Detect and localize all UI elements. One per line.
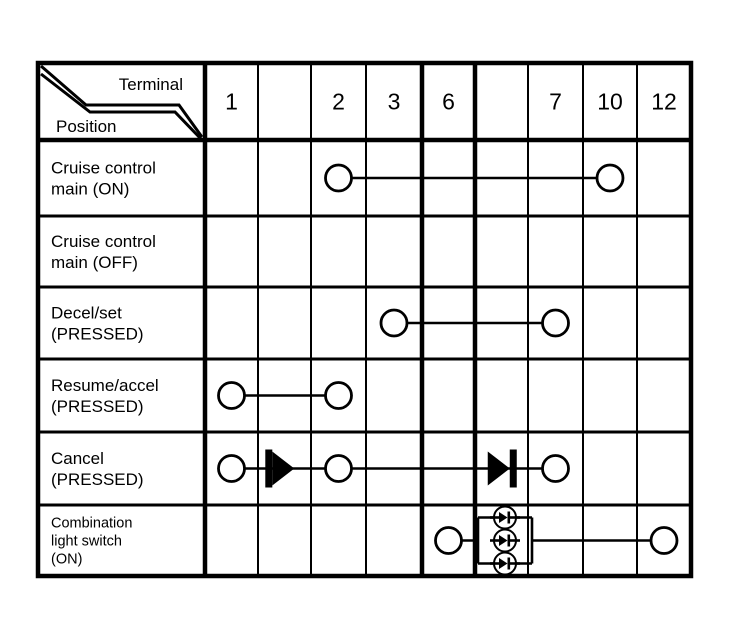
corner-position-label: Position <box>56 117 116 136</box>
row-label-r2: main (OFF) <box>51 253 138 272</box>
row-label-r6: Combination <box>51 516 132 532</box>
column-header-6: 6 <box>442 89 455 115</box>
column-header-3: 3 <box>388 89 401 115</box>
corner-diagonal-lower <box>40 72 204 142</box>
corner-terminal-label: Terminal <box>119 75 183 94</box>
diode-right <box>487 449 517 488</box>
terminal-node-1 <box>217 381 246 410</box>
row-labels: Cruise control main (ON) Cruise control mai… <box>51 159 159 568</box>
table-grid <box>35 60 694 579</box>
terminal-node-1 <box>217 454 246 483</box>
row-label-r6: (ON) <box>51 552 82 568</box>
connection-symbols <box>217 163 679 576</box>
row-label-r4: (PRESSED) <box>51 397 144 416</box>
terminal-node-10 <box>595 163 625 193</box>
indicator-lamp-1 <box>490 505 520 530</box>
row-label-r5: Cancel <box>51 449 104 468</box>
terminal-node-2 <box>324 454 353 483</box>
terminal-node-7 <box>541 454 570 483</box>
row-label-r3: (PRESSED) <box>51 325 144 344</box>
row-label-r6: light switch <box>51 534 122 550</box>
column-header-12: 12 <box>651 89 677 115</box>
row-label-r1: Cruise control <box>51 159 156 178</box>
diode-left <box>265 449 295 488</box>
column-header-1: 1 <box>225 89 238 115</box>
row-label-r2: Cruise control <box>51 232 156 251</box>
indicator-lamp-3 <box>490 551 520 576</box>
corner-diagonal <box>40 64 204 138</box>
terminal-node-3 <box>379 308 409 338</box>
terminal-node-7 <box>541 308 570 338</box>
terminal-node-12 <box>649 526 679 555</box>
terminal-node-2 <box>324 163 353 193</box>
column-header-7: 7 <box>549 89 562 115</box>
row-label-r5: (PRESSED) <box>51 470 144 489</box>
row-label-r1: main (ON) <box>51 180 129 199</box>
table-border <box>35 60 694 579</box>
row-label-r4: Resume/accel <box>51 376 159 395</box>
terminal-node-6 <box>434 526 463 555</box>
column-header-10: 10 <box>597 89 623 115</box>
row-label-r3: Decel/set <box>51 304 122 323</box>
column-header-2: 2 <box>332 89 345 115</box>
indicator-lamp-2 <box>490 528 520 553</box>
terminal-node-2 <box>324 381 353 410</box>
